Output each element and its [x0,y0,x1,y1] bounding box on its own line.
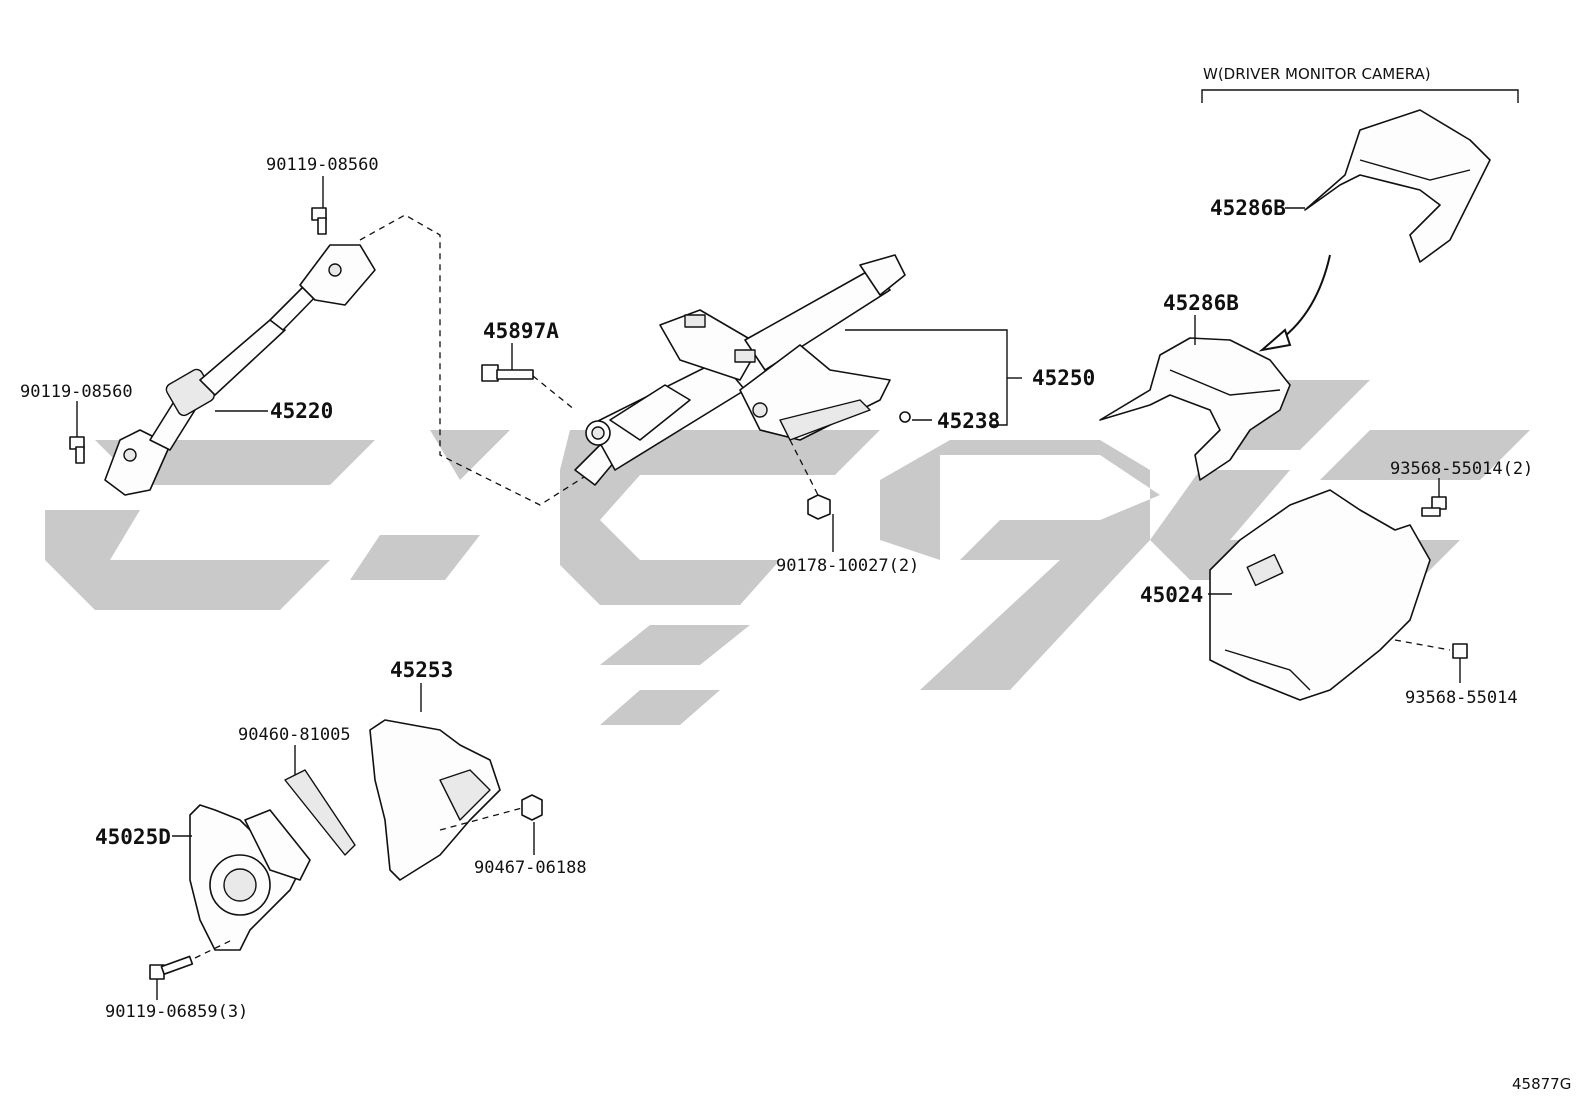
leader-lines [76,89,1519,1000]
screw-icon-93568-lower [1394,639,1468,659]
label-45250: 45250 [1032,366,1095,390]
dashed-line-90119-06859 [194,939,233,959]
label-45286b-mid: 45286B [1163,291,1239,315]
label-93568-55014: 93568-55014 [1405,688,1518,708]
label-93568-55014-2: 93568-55014(2) [1390,459,1533,479]
label-45025d: 45025D [95,825,171,849]
label-90119-08560-left: 90119-08560 [20,382,133,402]
intermediate-shaft-45220 [104,244,376,496]
label-variant-note: W(DRIVER MONITOR CAMERA) [1203,65,1431,83]
label-90178-10027: 90178-10027(2) [776,556,919,576]
label-45220: 45220 [270,399,333,423]
label-45286b-top: 45286B [1210,196,1286,220]
label-90119-08560-top: 90119-08560 [266,155,379,175]
label-90467-06188: 90467-06188 [474,858,587,878]
label-90119-06859: 90119-06859(3) [105,1002,248,1022]
label-90460-81005: 90460-81005 [238,725,351,745]
arrow-icon [1258,254,1331,352]
connector-dashed-line [359,214,596,506]
label-45238: 45238 [937,409,1000,433]
screw-icon-93568-upper [1421,496,1447,517]
bolt-icon-45897a [481,364,534,382]
nut-icon-90467 [521,794,543,821]
figure-id: 45877G [1512,1075,1571,1093]
watermark-logo [45,380,1530,725]
washer-icon-45238 [899,411,911,423]
upper-cover-icon-45286b-mid [1099,337,1291,481]
bolt-icon-left [69,436,85,464]
dashed-line-45897a [532,375,576,411]
bolt-icon-top [311,207,327,235]
label-45897a: 45897A [483,319,559,343]
dashed-line-90467 [439,807,523,831]
label-45253: 45253 [390,658,453,682]
lower-cover-icon-45024 [1209,489,1431,701]
label-45024: 45024 [1140,583,1203,607]
seal-icon-90460 [284,769,356,856]
upper-cover-icon-45286b-top [1304,109,1491,263]
column-cover-icon-45253 [369,719,501,881]
bolt-icon-90119-06859 [149,955,194,980]
steering-column-45250 [574,254,906,486]
nut-icon-90178 [807,494,831,520]
plate-icon-45025d [189,804,311,951]
